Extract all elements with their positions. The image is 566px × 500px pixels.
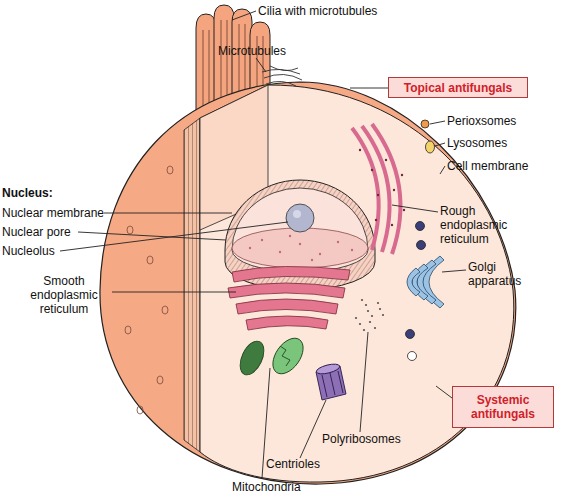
part-label: Cilia with microtubules [258,4,377,18]
part-label: Smooth endoplasmic reticulum [14,274,114,316]
part-label: Polyribosomes [322,432,401,446]
box-text: Systemic antifungals [453,393,553,421]
surface-pits [125,166,173,414]
microtubules [262,66,302,86]
drug-class-box: Topical antifungals [388,77,528,98]
part-label: Nuclear membrane [2,206,104,220]
vesicles [406,120,435,361]
smooth-er [228,266,350,330]
cut-face [184,118,200,452]
part-label: Nucleolus [2,244,55,258]
part-label: Golgi apparatus [468,260,538,288]
golgi [407,256,444,308]
part-label: Rough endoplasmic reticulum [440,204,528,246]
part-label: Perioxsomes [447,114,516,128]
part-label: Mitochondria [232,480,301,494]
part-label: Microtubules [218,44,286,58]
part-label: Cell membrane [447,159,528,173]
ribosomes [359,149,405,226]
part-label: Nuclear pore [2,225,71,239]
drug-class-box: Systemic antifungals [452,386,554,428]
mitochondria [235,333,309,380]
part-label: Centrioles [266,457,320,471]
part-label: Lysosomes [447,136,507,150]
nucleus [225,180,375,290]
polyribosomes [355,299,384,331]
part-label: Nucleus: [2,186,53,200]
rough-er [352,124,400,254]
centrioles [315,362,346,400]
box-text: Topical antifungals [404,81,512,95]
